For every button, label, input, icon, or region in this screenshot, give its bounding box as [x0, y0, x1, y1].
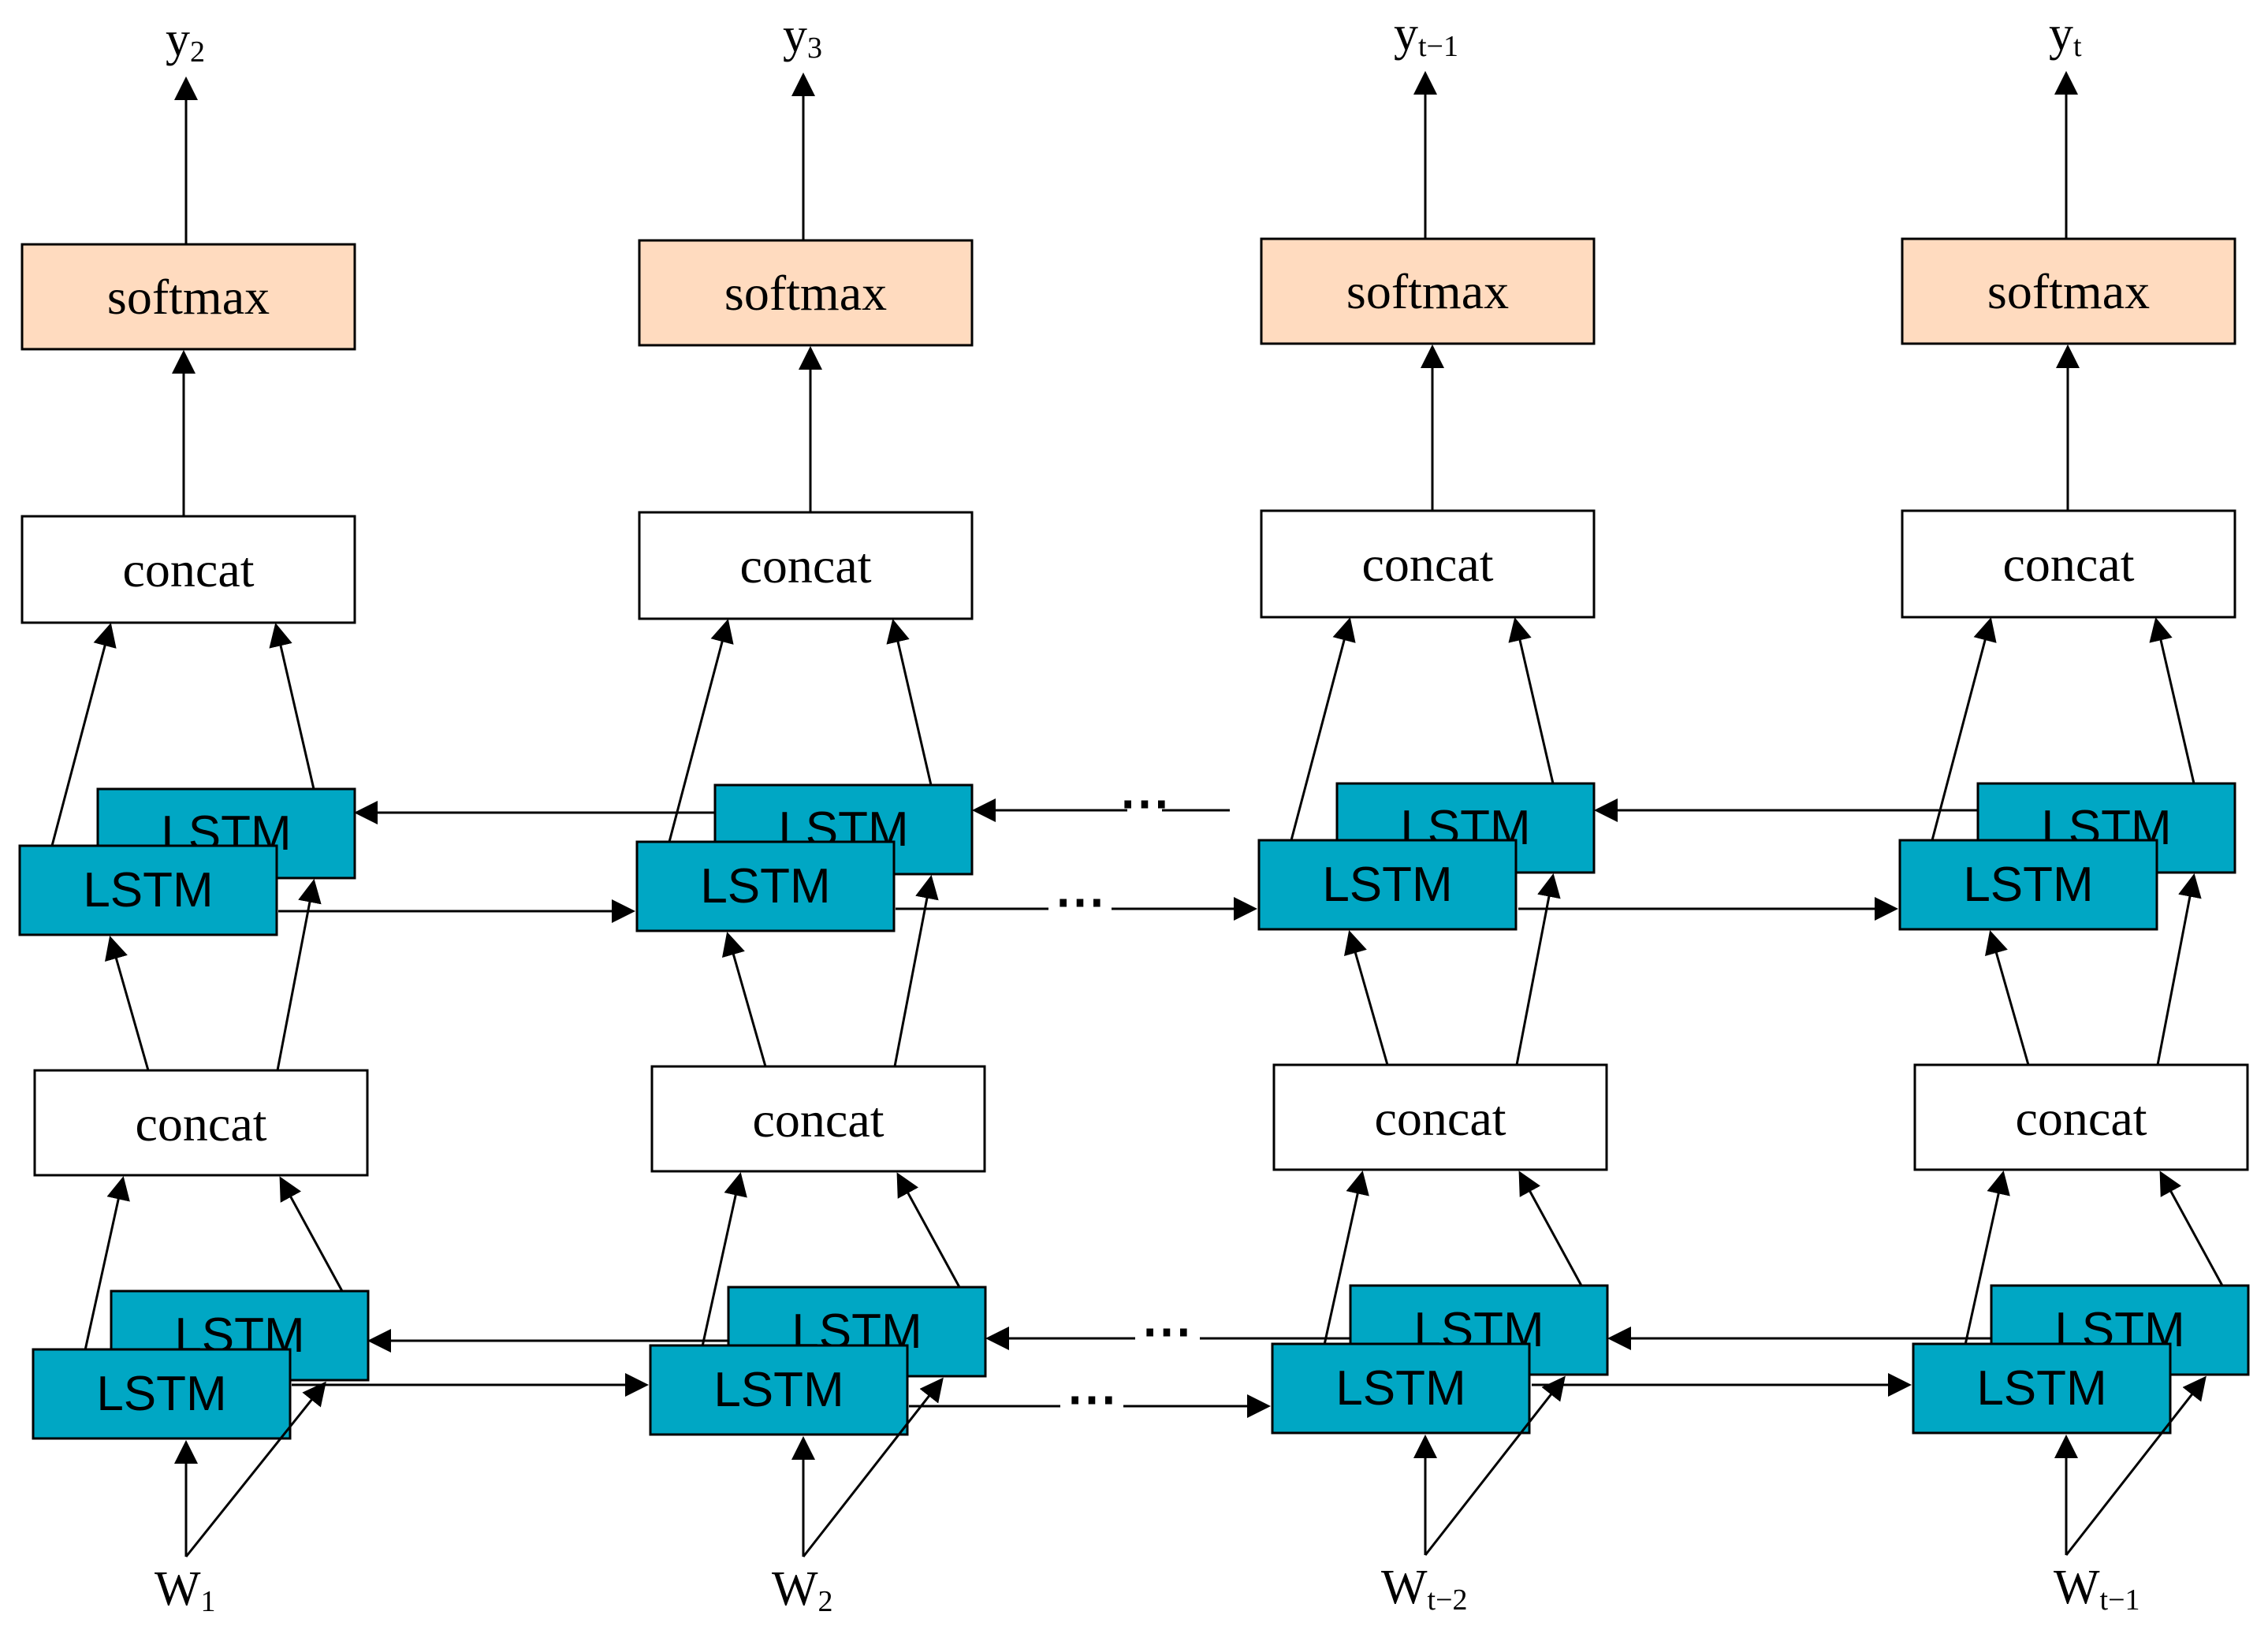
input-label: W1: [155, 1562, 216, 1618]
upper-forward-lstm: LSTM: [1257, 839, 1518, 931]
lstm-label: LSTM: [1963, 858, 2093, 912]
concat-label: concat: [740, 538, 872, 594]
upper-concat-box: concat: [638, 511, 974, 620]
lower-bwd-to-concat-arrow: [1518, 1170, 1583, 1286]
lower-fwd-to-concat-arrow: [1323, 1170, 1369, 1345]
column-2: y3 softmax concat LSTM LSTM concat: [635, 9, 987, 1618]
upper-fwd-to-concat-arrow: [50, 623, 117, 847]
concat-to-upper-bwd-arrow: [1515, 873, 1561, 1066]
concat-to-upper-fwd-arrow: [721, 932, 767, 1067]
softmax-label: softmax: [107, 269, 270, 325]
upper-forward-lstm: LSTM: [1898, 839, 2158, 931]
concat-to-upper-fwd-arrow: [1984, 930, 2030, 1066]
upper-forward-lstm: LSTM: [18, 844, 278, 936]
input-to-bwd-arrow: [184, 1381, 326, 1557]
concat-to-upper-fwd-arrow: [104, 936, 150, 1071]
lower-concat-box: concat: [650, 1065, 986, 1173]
concat-to-upper-fwd-arrow: [1343, 930, 1389, 1066]
upper-bwd-to-concat-arrow: [886, 619, 933, 786]
upper-bwd-ellipsis: ⋯: [1119, 775, 1170, 831]
column-3: yt−1 softmax concat LSTM LSTM concat: [1257, 7, 1609, 1617]
concat-to-upper-bwd-arrow: [276, 879, 322, 1071]
input-label: Wt−2: [1381, 1561, 1468, 1617]
lower-fwd-ellipsis: ⋯: [1067, 1371, 1117, 1427]
softmax-box: softmax: [1901, 237, 2236, 345]
lstm-label: LSTM: [1335, 1361, 1465, 1416]
lower-fwd-to-concat-arrow: [84, 1176, 130, 1351]
lower-bwd-to-concat-arrow: [896, 1172, 961, 1288]
lower-bwd-ellipsis: ⋯: [1141, 1303, 1192, 1359]
lstm-label: LSTM: [1322, 858, 1452, 912]
concat-label: concat: [2016, 1090, 2147, 1146]
lower-forward-lstm: LSTM: [649, 1344, 909, 1436]
output-label: yt−1: [1394, 7, 1458, 63]
lower-recurrent-connections: ⋯ ⋯: [292, 1303, 1991, 1427]
lower-fwd-to-concat-arrow: [701, 1172, 747, 1347]
output-label: yt: [2049, 7, 2082, 63]
lstm-label: LSTM: [713, 1363, 844, 1417]
lower-concat-box: concat: [33, 1069, 369, 1177]
input-to-bwd-arrow: [1424, 1375, 1566, 1556]
upper-bwd-to-concat-arrow: [2149, 617, 2195, 784]
upper-fwd-to-concat-arrow: [1931, 617, 1997, 841]
softmax-label: softmax: [724, 265, 887, 321]
lower-forward-lstm: LSTM: [1271, 1342, 1531, 1435]
column-1: y2 softmax concat LSTM LSTM concat: [18, 13, 370, 1618]
upper-fwd-to-concat-arrow: [1290, 617, 1356, 841]
lower-concat-box: concat: [1913, 1063, 2249, 1171]
concat-to-upper-bwd-arrow: [2156, 873, 2202, 1066]
concat-label: concat: [2003, 536, 2135, 592]
upper-fwd-to-concat-arrow: [668, 619, 734, 843]
concat-label: concat: [136, 1096, 267, 1152]
softmax-label: softmax: [1346, 263, 1509, 319]
upper-fwd-ellipsis: ⋯: [1055, 873, 1105, 929]
input-label: Wt−1: [2054, 1561, 2140, 1617]
upper-concat-box: concat: [20, 515, 356, 624]
concat-to-upper-bwd-arrow: [893, 875, 939, 1067]
concat-label: concat: [1362, 536, 1494, 592]
column-4: yt softmax concat LSTM LSTM concat: [1898, 7, 2250, 1617]
input-label: W2: [772, 1562, 833, 1618]
upper-recurrent-connections: ⋯ ⋯: [278, 775, 1978, 929]
lower-concat-box: concat: [1272, 1063, 1608, 1171]
lstm-label: LSTM: [96, 1367, 226, 1421]
output-label: y2: [166, 13, 205, 69]
concat-label: concat: [123, 541, 255, 597]
upper-bwd-to-concat-arrow: [269, 623, 315, 790]
upper-concat-box: concat: [1901, 509, 2236, 619]
input-to-bwd-arrow: [2065, 1375, 2207, 1556]
softmax-box: softmax: [20, 243, 356, 351]
upper-concat-box: concat: [1260, 509, 1596, 619]
softmax-label: softmax: [1987, 263, 2150, 319]
output-label: y3: [783, 9, 822, 65]
concat-label: concat: [753, 1092, 884, 1148]
concat-label: concat: [1375, 1090, 1506, 1146]
lstm-label: LSTM: [83, 863, 213, 917]
softmax-box: softmax: [638, 239, 974, 347]
lower-forward-lstm: LSTM: [1912, 1342, 2172, 1435]
upper-bwd-to-concat-arrow: [1508, 617, 1555, 784]
lower-bwd-to-concat-arrow: [2159, 1170, 2224, 1286]
softmax-box: softmax: [1260, 237, 1596, 345]
lower-forward-lstm: LSTM: [32, 1348, 292, 1440]
upper-forward-lstm: LSTM: [635, 840, 896, 932]
input-to-bwd-arrow: [802, 1377, 944, 1557]
lstm-label: LSTM: [1976, 1361, 2106, 1416]
lstm-label: LSTM: [700, 859, 830, 914]
lower-bwd-to-concat-arrow: [279, 1176, 344, 1292]
lower-fwd-to-concat-arrow: [1964, 1170, 2010, 1345]
